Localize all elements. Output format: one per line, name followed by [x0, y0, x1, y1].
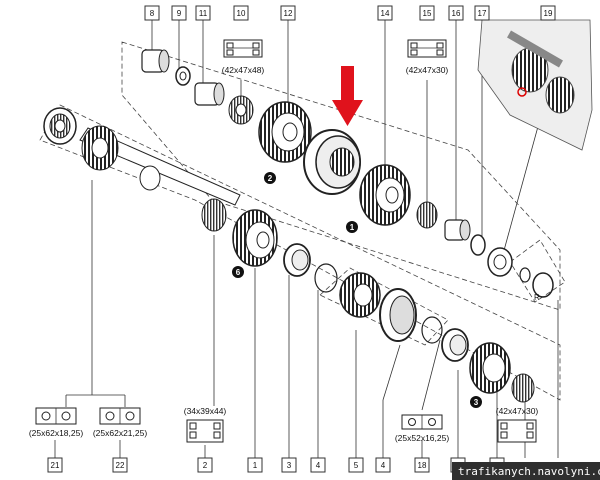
lower-shaft-frame [39, 104, 561, 401]
side-label: R [534, 293, 540, 302]
circlip-frame [509, 239, 566, 303]
part-tag-18: 18 [418, 461, 427, 470]
red-arrow-icon [332, 66, 363, 126]
part-tag-22: 22 [116, 461, 125, 470]
gear-7 [469, 342, 511, 394]
bottom-part-tags: 21 22 2 1 3 4 5 4 18 7 6 [47, 457, 505, 473]
input-shaft [79, 125, 241, 206]
size-label-18: (25x52x16,25) [395, 433, 450, 443]
part-tag-8: 8 [150, 9, 155, 18]
bushing-16 [444, 219, 471, 241]
arrow-head [332, 100, 363, 126]
needle-bearing-2 [201, 198, 227, 232]
step-badge-6: 6 [232, 266, 244, 278]
bearing-19 [487, 247, 513, 277]
size-label-2: (34x39x44) [184, 406, 227, 416]
gear-12 [258, 101, 312, 163]
synchro-ring [303, 129, 361, 195]
bearing-box-2 [186, 419, 224, 443]
hub-5 [339, 272, 381, 318]
spring-ring-4b [421, 316, 443, 344]
needle-bearing-lower [511, 373, 535, 403]
part-tag-16: 16 [452, 9, 461, 18]
step-badge-2-label: 2 [268, 174, 273, 183]
part-tag-4: 4 [316, 461, 321, 470]
ball-bearing-box-21 [35, 407, 77, 425]
size-label-22: (25x62x21,25) [93, 428, 148, 438]
part-tag-11: 11 [199, 9, 208, 18]
upper-shaft-frame [121, 41, 561, 311]
bearing-box-15 [407, 39, 447, 58]
top-part-tags: 8 9 11 10 12 14 15 16 17 19 [144, 5, 556, 21]
size-label-21: (25x62x18,25) [29, 428, 84, 438]
bushing-8 [141, 49, 170, 73]
part-tag-3: 3 [287, 461, 292, 470]
washer-17 [470, 234, 486, 256]
spring-ring-4 [314, 263, 338, 293]
bearing-box-bottom-right [497, 419, 537, 443]
sleeve [379, 288, 417, 342]
bottom-leader-lines [54, 180, 559, 458]
part-tag-21: 21 [51, 461, 60, 470]
step-badge-6-label: 6 [236, 268, 241, 277]
ball-bearing-box-22 [99, 407, 141, 425]
synchro-ring-18 [441, 328, 469, 362]
part-tag-17: 17 [478, 9, 487, 18]
step-badge-2: 2 [264, 172, 276, 184]
watermark-bar: trafikanych.navolyni.com [452, 462, 600, 480]
needle-bearing-10 [228, 95, 254, 125]
size-label-bottom-right: (42x47x30) [496, 406, 539, 416]
part-tag-14: 14 [381, 9, 390, 18]
step-badge-3: 3 [470, 396, 482, 408]
arrow-shaft [341, 66, 354, 104]
gear-14 [359, 164, 411, 226]
part-tag-4b: 4 [381, 461, 386, 470]
washer-9 [175, 66, 191, 86]
gearbox-thumbnail [477, 19, 593, 151]
spacer-11 [194, 82, 225, 106]
size-label-10: (42x47x48) [222, 65, 265, 75]
circlip [519, 267, 554, 298]
step-badge-1-label: 1 [350, 223, 355, 232]
part-tag-10: 10 [237, 9, 246, 18]
needle-bearing-15 [416, 201, 438, 229]
part-tag-9: 9 [177, 9, 182, 18]
bearing-box-10 [223, 39, 263, 58]
shaft-end-bearing [43, 107, 77, 145]
step-badge-1: 1 [346, 221, 358, 233]
part-tag-2: 2 [203, 461, 208, 470]
part-tag-1: 1 [253, 461, 258, 470]
part-tag-15: 15 [423, 9, 432, 18]
gear-6 [232, 209, 278, 267]
watermark-text: trafikanych.navolyni.com [458, 465, 600, 478]
size-label-15: (42x47x30) [406, 65, 449, 75]
part-tag-19: 19 [544, 9, 553, 18]
part-tag-5: 5 [354, 461, 359, 470]
ball-bearing-box-18 [401, 414, 443, 430]
synchro-ring-3 [283, 243, 311, 277]
step-badge-3-label: 3 [474, 398, 479, 407]
part-tag-12: 12 [284, 9, 293, 18]
